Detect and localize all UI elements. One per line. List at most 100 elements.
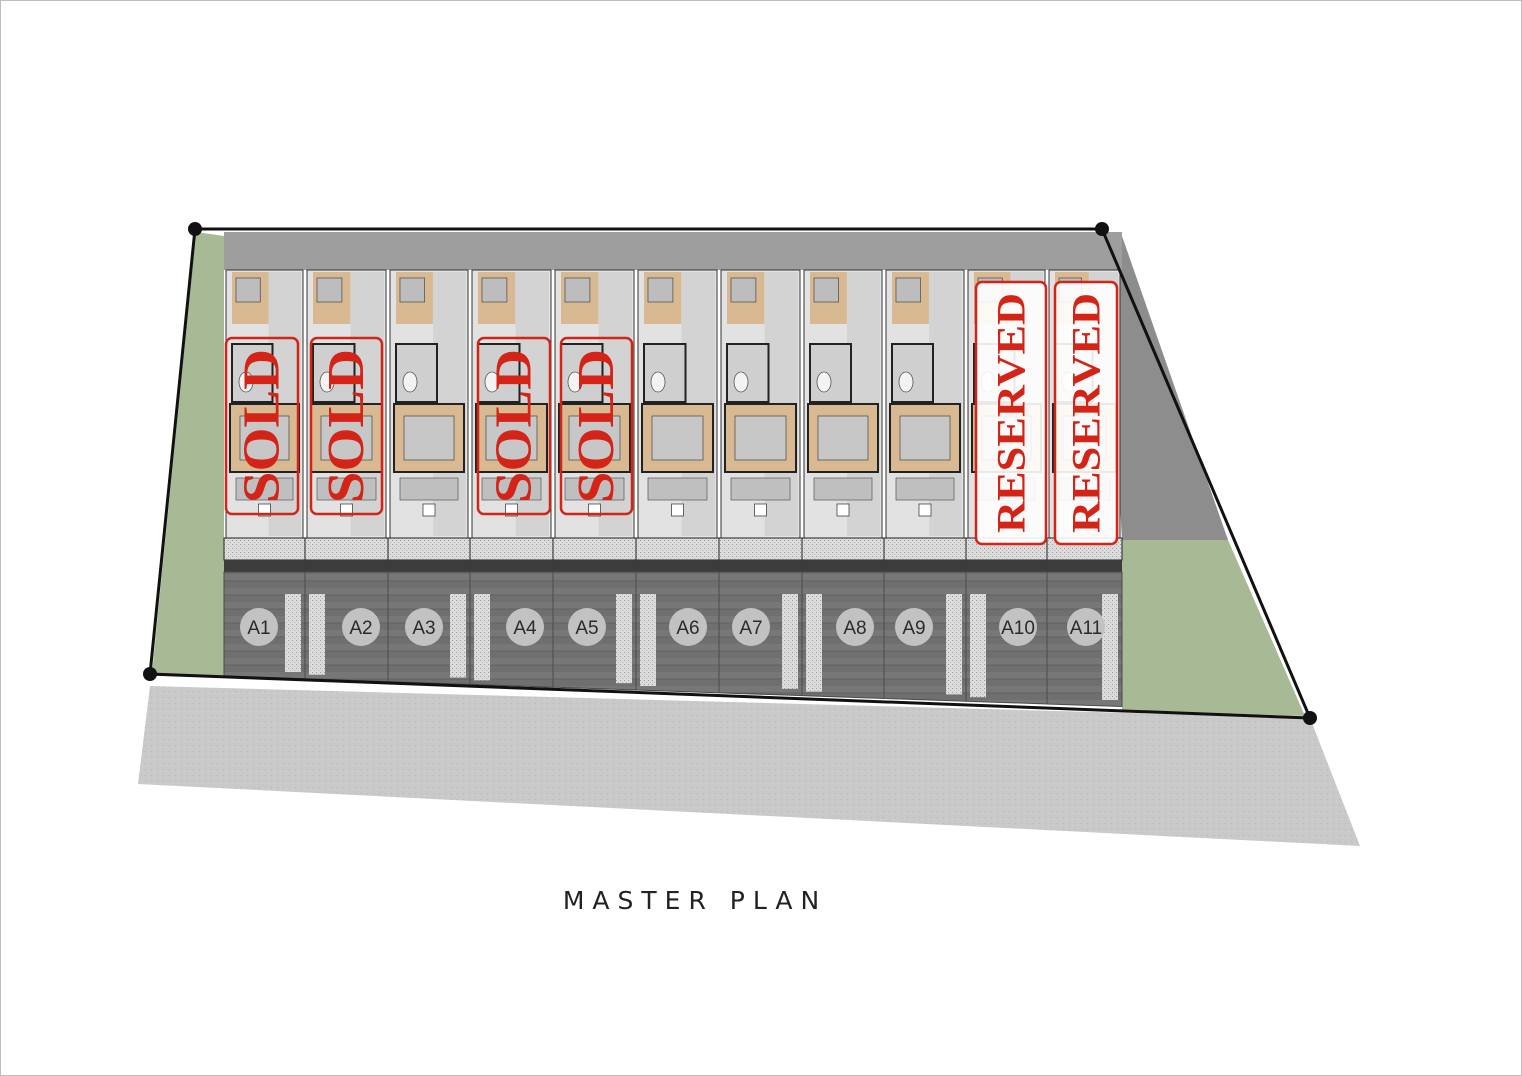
unit-toilet bbox=[238, 371, 254, 393]
unit-bed bbox=[647, 277, 674, 303]
stamp-sold: SOLD bbox=[309, 336, 384, 516]
unit-roof bbox=[224, 232, 305, 270]
unit-label: A10 bbox=[1001, 618, 1035, 639]
unit-table bbox=[836, 503, 850, 517]
unit-label-badge bbox=[836, 608, 874, 646]
unit-driveway-gravel bbox=[450, 594, 466, 678]
unit-driveway-gravel bbox=[285, 594, 301, 672]
unit-bed bbox=[568, 415, 621, 461]
unit-toilet bbox=[733, 371, 749, 393]
unit-label: A8 bbox=[843, 618, 866, 639]
unit-terrace-edge bbox=[1047, 560, 1122, 572]
unit-roof bbox=[884, 232, 966, 270]
unit-label-badge bbox=[506, 608, 544, 646]
unit-terrace bbox=[223, 537, 306, 561]
stamp-border bbox=[974, 280, 1048, 546]
unit-bathroom bbox=[891, 343, 934, 403]
unit-label: A4 bbox=[513, 618, 537, 639]
unit-bed bbox=[239, 415, 290, 461]
unit-bathroom bbox=[477, 343, 521, 403]
unit-terrace-edge bbox=[388, 560, 470, 572]
unit-label: A5 bbox=[575, 618, 598, 639]
unit-toilet bbox=[319, 371, 335, 393]
unit-terrace bbox=[469, 537, 554, 561]
unit-bathroom bbox=[560, 343, 604, 403]
unit-terrace-edge bbox=[719, 560, 802, 572]
stamp-text: SOLD bbox=[486, 349, 543, 503]
unit-toilet bbox=[650, 371, 666, 393]
unit-label: A11 bbox=[1070, 618, 1102, 639]
stamp-text: SOLD bbox=[318, 349, 375, 503]
stamp-border bbox=[476, 336, 552, 516]
unit-bathroom bbox=[643, 343, 687, 403]
unit-toilet bbox=[402, 371, 418, 393]
stamp-text: RESERVED bbox=[1064, 293, 1109, 533]
unit-toilet bbox=[898, 371, 914, 393]
unit-terrace bbox=[635, 537, 720, 561]
unit-a7: A7 bbox=[718, 232, 803, 697]
unit-sofa bbox=[316, 477, 377, 501]
unit-terrace bbox=[304, 537, 389, 561]
unit-bed bbox=[235, 277, 261, 303]
stamp-text: RESERVED bbox=[989, 293, 1034, 533]
unit-terrace-edge bbox=[305, 560, 388, 572]
unit-roof bbox=[1047, 232, 1122, 270]
unit-toilet bbox=[484, 371, 500, 393]
unit-driveway-gravel bbox=[309, 594, 325, 675]
boundary-corner bbox=[1095, 222, 1109, 236]
unit-driveway-gravel bbox=[1102, 594, 1118, 700]
unit-bathroom bbox=[312, 343, 356, 403]
unit-terrace bbox=[883, 537, 967, 561]
unit-driveway-gravel bbox=[782, 594, 798, 689]
unit-bathroom bbox=[395, 343, 438, 403]
unit-roof bbox=[305, 232, 388, 270]
unit-terrace-edge bbox=[470, 560, 553, 572]
stamp-border bbox=[224, 336, 300, 516]
unit-roof bbox=[802, 232, 884, 270]
unit-roof bbox=[966, 232, 1047, 270]
stamp-border bbox=[1053, 280, 1119, 546]
unit-terrace-edge bbox=[966, 560, 1047, 572]
stamp-reserved: RESERVED bbox=[1053, 280, 1119, 546]
unit-bed bbox=[564, 277, 591, 303]
stamp-sold: SOLD bbox=[224, 336, 300, 516]
unit-sofa bbox=[813, 477, 873, 501]
unit-label-badge bbox=[999, 608, 1037, 646]
unit-a6: A6 bbox=[635, 232, 720, 694]
unit-bed bbox=[651, 415, 704, 461]
unit-terrace-edge bbox=[884, 560, 966, 572]
unit-label: A3 bbox=[412, 618, 435, 639]
unit-label-badge bbox=[342, 608, 380, 646]
unit-sofa bbox=[730, 477, 791, 501]
unit-sofa bbox=[647, 477, 708, 501]
unit-driveway-gravel bbox=[640, 594, 656, 687]
unit-a3: A3 bbox=[387, 232, 471, 685]
unit-bed bbox=[316, 277, 343, 303]
unit-toilet bbox=[816, 371, 832, 393]
unit-label: A9 bbox=[902, 618, 925, 639]
plan-title: MASTER PLAN bbox=[562, 886, 828, 915]
unit-terrace-edge bbox=[553, 560, 636, 572]
unit-bed bbox=[320, 415, 373, 461]
road bbox=[138, 686, 1360, 846]
lawn-left bbox=[152, 232, 224, 676]
unit-label-badge bbox=[568, 608, 606, 646]
unit-bed bbox=[817, 415, 869, 461]
unit-bed bbox=[899, 415, 951, 461]
unit-a9: A9 bbox=[883, 232, 967, 702]
unit-a4: A4 bbox=[469, 232, 554, 688]
unit-toilet bbox=[567, 371, 583, 393]
unit-bed bbox=[403, 415, 455, 461]
unit-terrace bbox=[387, 537, 471, 561]
unit-table bbox=[754, 503, 767, 517]
unit-driveway-gravel bbox=[616, 594, 632, 684]
unit-bed bbox=[895, 277, 922, 303]
unit-driveway-gravel bbox=[806, 594, 822, 692]
lawn-right bbox=[1122, 540, 1305, 716]
unit-label-badge bbox=[405, 608, 443, 646]
unit-roof bbox=[470, 232, 553, 270]
unit-label-badge bbox=[732, 608, 770, 646]
unit-bed bbox=[399, 277, 426, 303]
